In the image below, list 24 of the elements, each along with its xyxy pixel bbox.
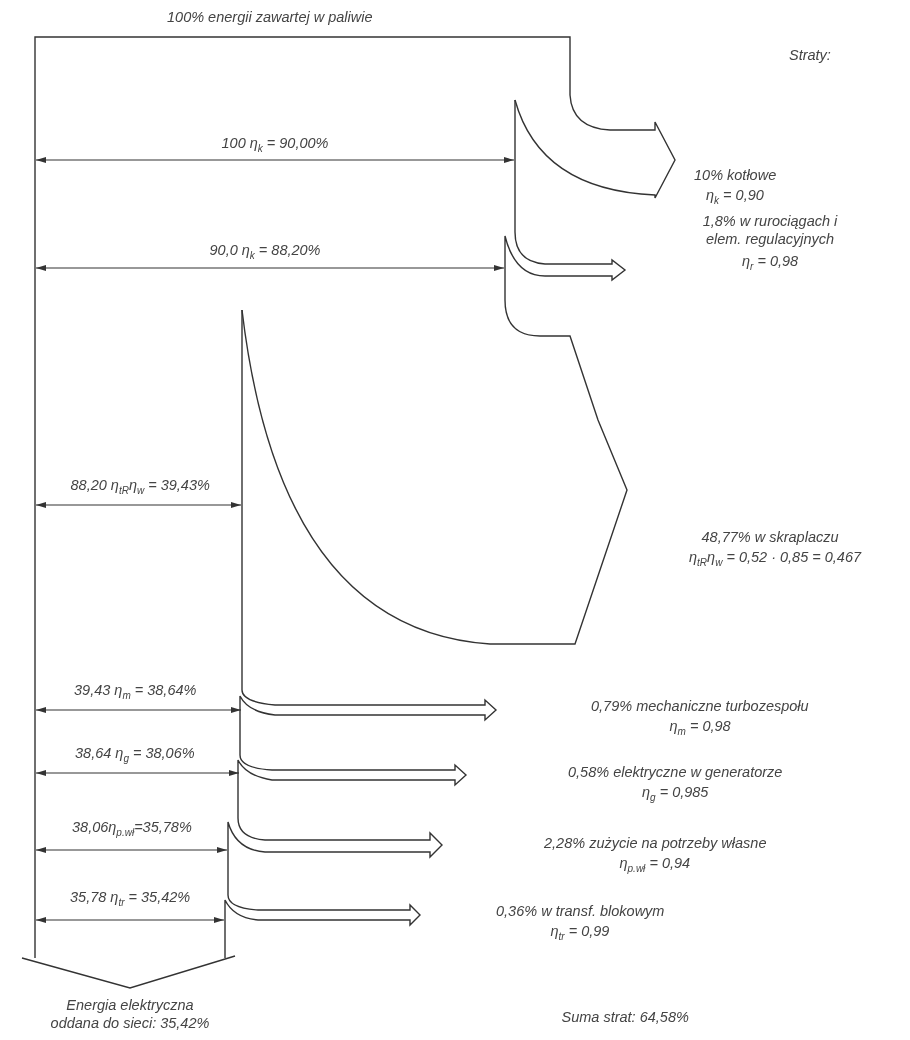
dimension-label: 90,0 η$_{k}$ = 88,20% <box>209 241 321 263</box>
dimension-label: 39,43 η$_{m}$ = 38,64% <box>74 681 197 703</box>
formula-label: η$_{tr}$ = 0,99 <box>550 922 610 944</box>
loss-label: 0,58% elektryczne w generatorze <box>568 763 783 781</box>
formula-label: η$_{g}$ = 0,985 <box>642 783 709 805</box>
formula-label: η$_{p.wł}$ = 0,94 <box>619 854 691 876</box>
formula-label: η$_{r}$ = 0,98 <box>742 252 799 274</box>
dimension-label: 100 η$_{k}$ = 90,00% <box>221 134 329 156</box>
loss-label: 0,36% w transf. blokowym <box>496 902 665 920</box>
dimension-label: 38,64 η$_{g}$ = 38,06% <box>75 744 195 766</box>
loss-label: 10% kotłowe <box>694 166 777 184</box>
dimension-label: 35,78 η$_{tr}$ = 35,42% <box>70 888 191 910</box>
loss-label: 48,77% w skraplaczu <box>701 528 839 546</box>
total-loss-label: Suma strat: 64,58% <box>561 1008 689 1026</box>
formula-label: η$_{m}$ = 0,98 <box>669 717 731 739</box>
loss-label: 2,28% zużycie na potrzeby własne <box>544 834 767 852</box>
dimension-label: 38,06η$_{p.wł}$=35,78% <box>72 818 192 840</box>
output-label: Energia elektryczna oddana do sieci: 35,42% <box>49 996 211 1032</box>
loss-label: 0,79% mechaniczne turbozespołu <box>591 697 809 715</box>
flow-label: 100% energii zawartej w paliwie <box>167 8 373 26</box>
dimension-label: 88,20 η$_{tR}$η$_{w}$ = 39,43% <box>70 476 210 498</box>
formula-label: η$_{tR}$η$_{w}$ = 0,52 · 0,85 = 0,467 <box>689 548 862 570</box>
heading-label: Straty: <box>789 46 831 64</box>
formula-label: η$_{k}$ = 0,90 <box>706 186 764 208</box>
